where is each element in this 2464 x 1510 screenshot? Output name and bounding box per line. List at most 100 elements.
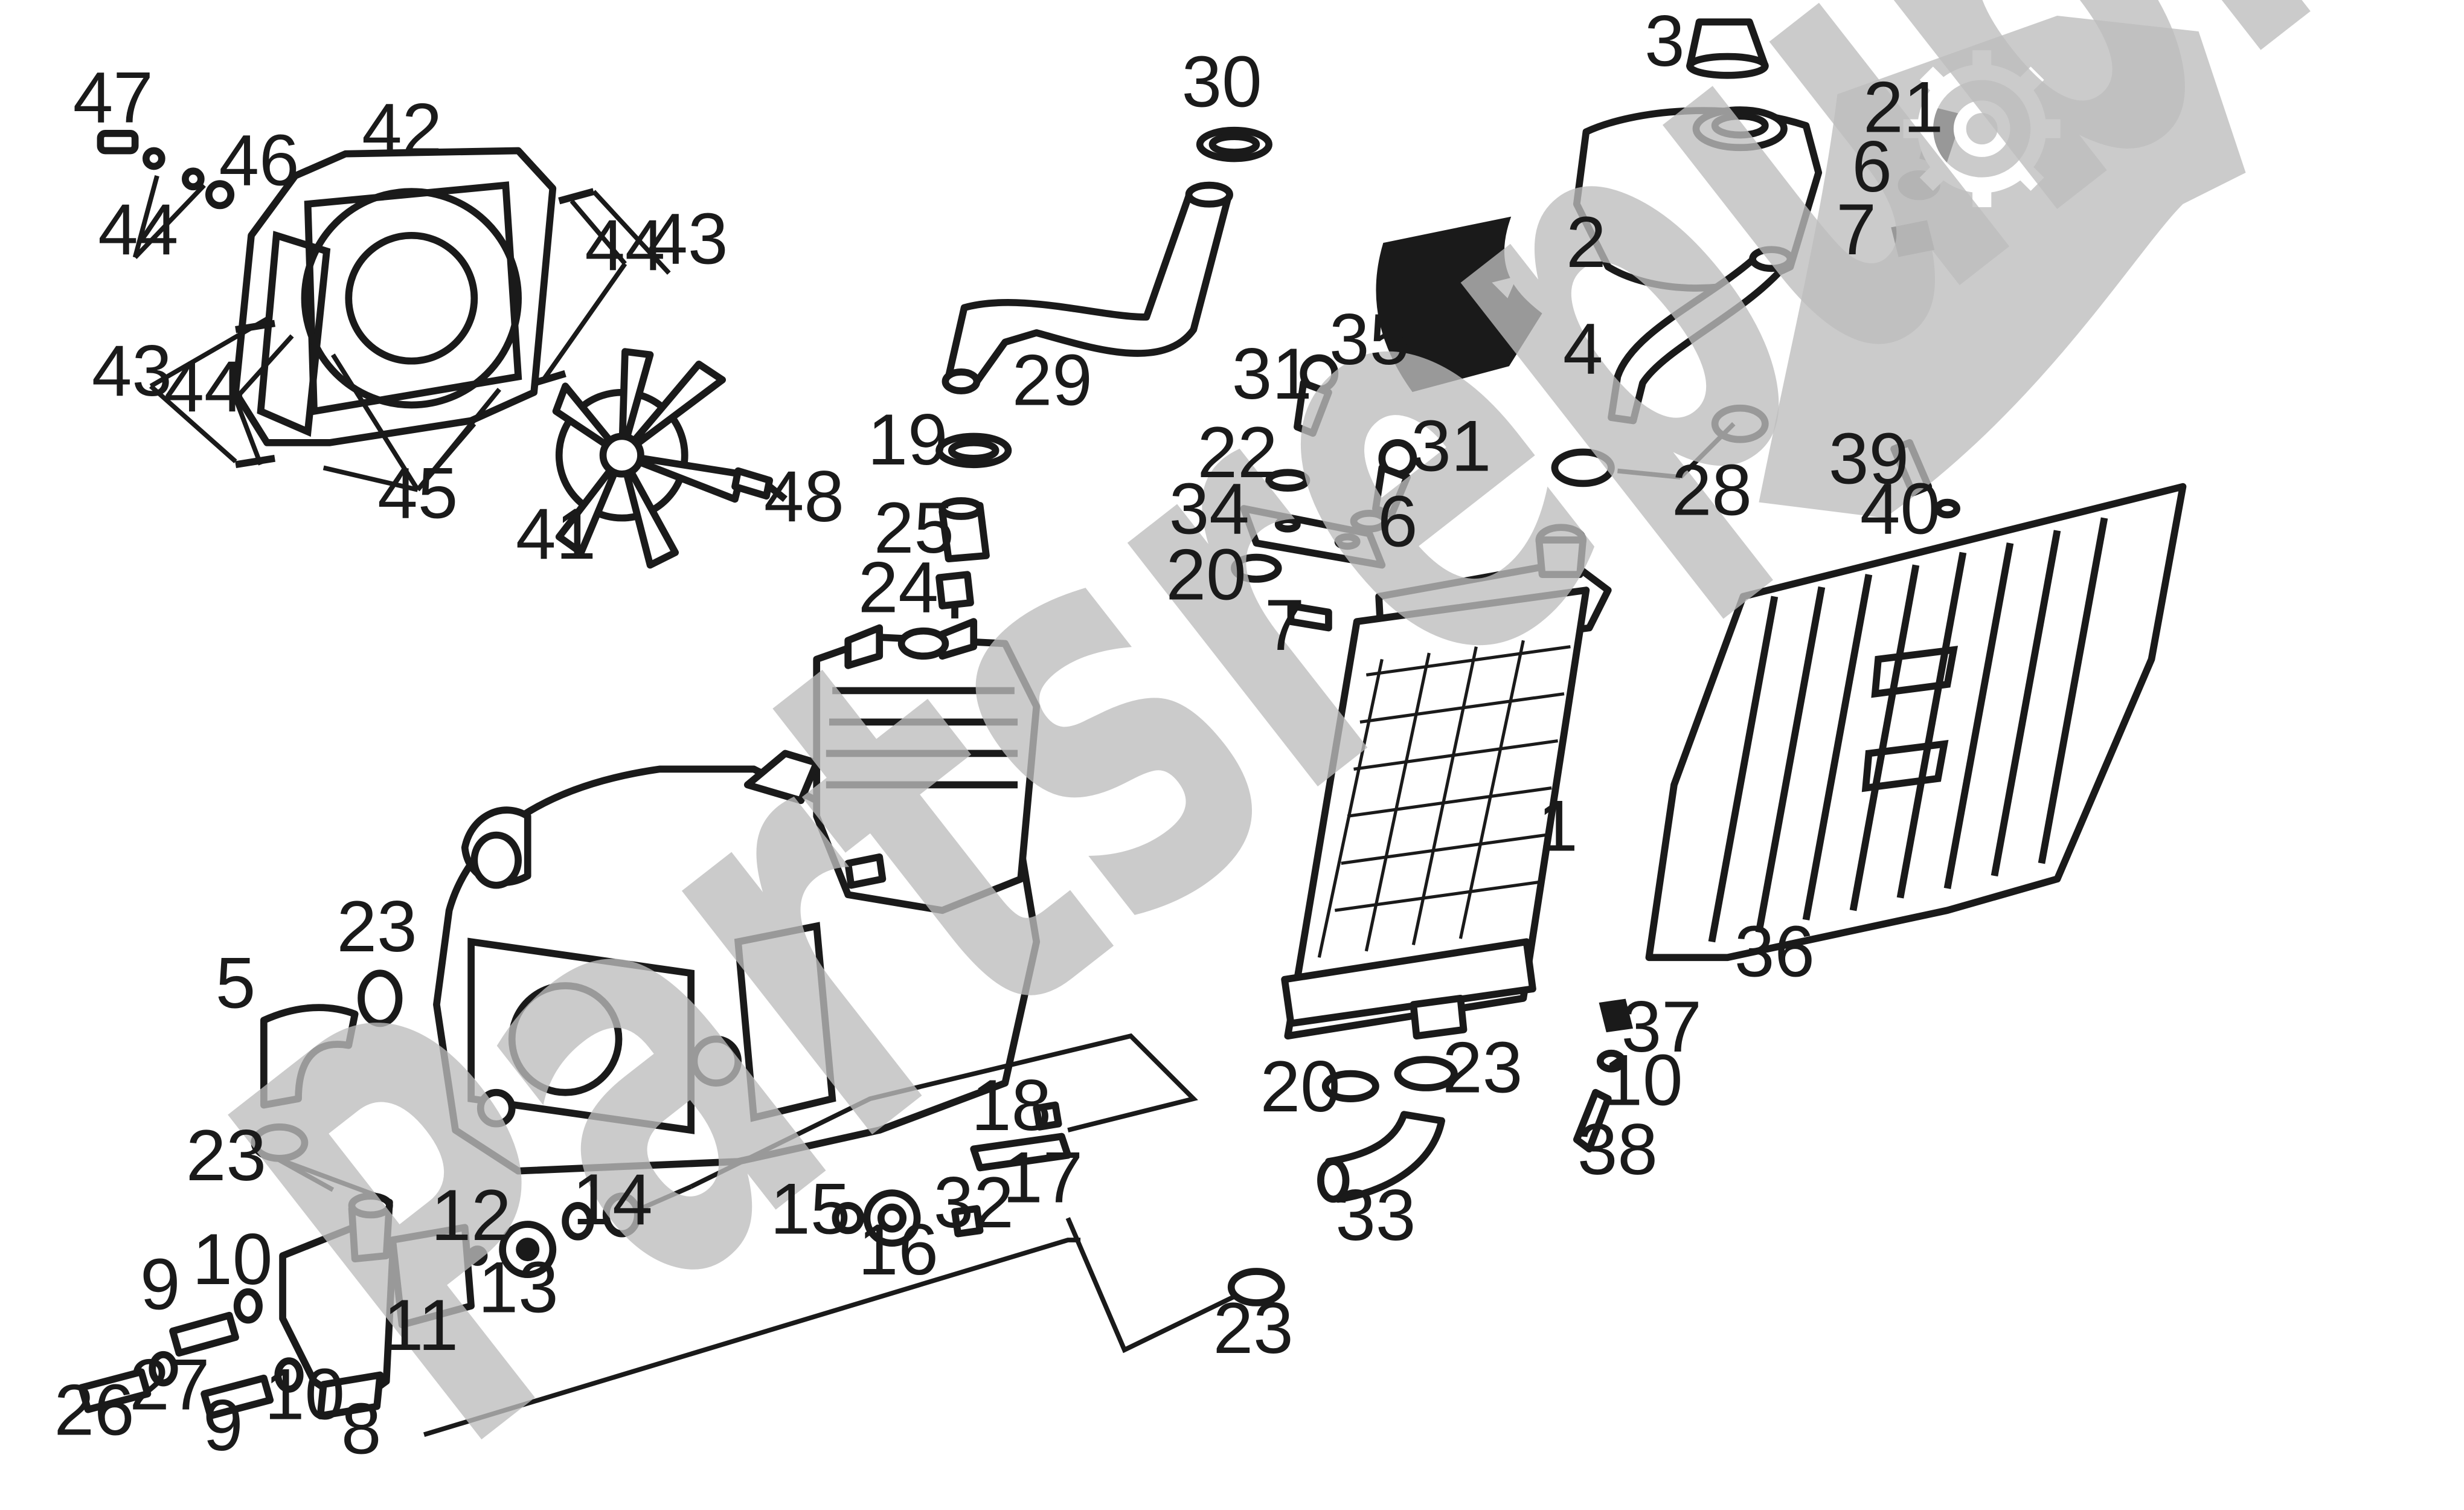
impeller-13 [499,1221,557,1279]
callout-c30: 30 [1182,42,1262,123]
callout-c27: 27 [129,1345,210,1425]
callout-c39: 39 [1829,419,1909,499]
callout-c32: 32 [934,1163,1014,1243]
callout-c23a: 23 [337,887,417,967]
engine-assembly [433,618,1041,1175]
washer-27 [149,1351,178,1387]
callout-c31b: 31 [1411,406,1491,487]
temperature-sensor [731,467,788,502]
callout-c28: 28 [1672,450,1752,530]
callout-c46: 46 [219,121,300,201]
callout-c15: 15 [770,1169,850,1250]
callout-c45: 45 [377,454,458,534]
hose-5 [260,1004,359,1109]
washer-10-a [233,1288,263,1324]
hose-clamp-23-a [358,969,403,1027]
callout-c9b: 9 [203,1386,243,1466]
callout-c22: 22 [1198,413,1278,493]
callout-c36: 36 [1734,911,1815,992]
washer-40 [1934,498,1960,519]
callout-c10c: 10 [1602,1041,1683,1121]
washer-12 [467,1245,488,1266]
washer-22 [1265,469,1311,492]
callout-c2: 2 [1566,202,1606,283]
hose-clamp-28 [1551,404,1769,487]
pump-shaft-17 [970,1132,1072,1172]
hose-clamp-23-d [1394,1056,1458,1091]
water-pump-housing [279,1192,396,1419]
screw-31-b [1372,439,1417,519]
upper-hose [942,181,1233,394]
callout-c20a: 20 [1166,535,1246,615]
screw-31-a [1294,354,1339,437]
bushing-32 [951,1205,984,1238]
callout-c37: 37 [1622,987,1702,1067]
expansion-tank [1573,106,1823,292]
callout-c38: 38 [1577,1110,1658,1190]
callout-c17: 17 [1003,1138,1083,1218]
fitting-25 [938,497,990,563]
callout-c47: 47 [73,58,153,138]
callout-c29: 29 [1012,341,1092,421]
bolt-26 [78,1368,152,1413]
callout-c5: 5 [216,943,256,1023]
tank-cover [1376,216,1542,392]
washer-10-c [1596,1049,1626,1073]
hose-clamp-30 [1196,126,1272,162]
callout-c34: 34 [1169,469,1250,550]
callout-c21: 21 [1863,67,1943,147]
callout-c8: 8 [341,1389,382,1469]
circlip-15 [832,1201,864,1235]
fitting-24 [935,571,974,618]
pin-18 [1033,1101,1062,1131]
callout-c16: 16 [858,1210,938,1290]
callout-c44c: 44 [164,347,245,427]
grommet-20-a [1231,553,1282,583]
callout-c23c: 23 [1213,1288,1294,1369]
screw-38 [1573,1088,1612,1153]
callout-c18: 18 [971,1065,1051,1146]
callout-c14: 14 [573,1160,653,1240]
gear-logo [1903,50,2061,208]
callout-c9a: 9 [140,1244,181,1325]
callout-c23b: 23 [186,1116,266,1196]
hose-clamp-23-c [1227,1268,1285,1306]
callout-c43a: 43 [647,199,728,280]
lower-hose-33 [1317,1111,1446,1203]
bracket-34 [1240,505,1386,569]
callout-c4: 4 [1563,309,1603,390]
callout-c43b: 43 [92,331,172,411]
bolt-9-a [169,1311,239,1357]
seals-14 [562,1192,641,1241]
callout-c41: 41 [516,494,596,574]
callout-c26: 26 [54,1370,134,1450]
grommet-20-b [1321,1070,1379,1102]
callout-c10a: 10 [192,1219,272,1300]
callout-c13: 13 [478,1248,559,1328]
gear-16 [863,1189,921,1247]
callout-c20b: 20 [1260,1047,1341,1127]
callout-c3: 3 [1644,1,1685,82]
callout-c6a: 6 [1852,127,1892,207]
callout-c42: 42 [362,89,442,170]
callout-c10b: 10 [265,1354,345,1434]
washer-10-b [274,1357,304,1393]
leader-lines [132,175,1736,1437]
callout-c12: 12 [431,1175,512,1256]
callout-c31a: 31 [1232,334,1312,414]
callout-c24: 24 [858,548,938,628]
callout-c40: 40 [1860,469,1940,550]
cooling-fan [552,348,745,569]
callout-c44b: 44 [585,205,665,286]
callout-c1: 1 [1538,786,1578,867]
callout-c11: 11 [383,1285,458,1366]
callout-c48: 48 [764,457,844,537]
callout-c33: 33 [1335,1175,1416,1256]
radiator [1281,524,1612,1040]
callout-c7a: 7 [1836,190,1876,270]
radiator-guard [1645,483,2187,962]
nut-7 [1287,602,1332,632]
callout-c7b: 7 [1265,585,1305,666]
